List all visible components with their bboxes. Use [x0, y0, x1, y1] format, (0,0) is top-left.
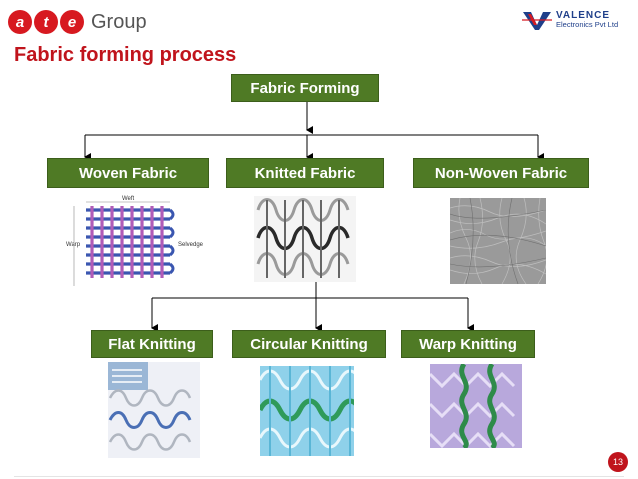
page-title: Fabric forming process	[14, 44, 237, 66]
valence-logo: VALENCE Electronics Pvt Ltd	[522, 6, 634, 34]
ate-group-logo: a t e Group	[8, 8, 147, 36]
box-flat-knitting: Flat Knitting	[91, 330, 213, 358]
non-woven-fabric-image	[450, 198, 546, 284]
box-knitted-fabric: Knitted Fabric	[226, 158, 384, 188]
box-non-woven-fabric: Non-Woven Fabric	[413, 158, 589, 188]
valence-emblem-icon	[522, 12, 552, 30]
box-fabric-forming: Fabric Forming	[231, 74, 379, 102]
logo-letter-e: e	[60, 10, 84, 34]
logo-letter-t: t	[34, 10, 58, 34]
label-warp: Warp	[66, 242, 81, 248]
label-weft: Weft	[122, 196, 135, 202]
label-selvedge: Selvedge	[178, 242, 204, 248]
valence-subtitle: Electronics Pvt Ltd	[556, 20, 619, 30]
woven-fabric-image: Weft Warp Selvedge	[62, 192, 212, 288]
page-number-badge: 13	[608, 452, 628, 472]
flat-knitting-image	[108, 362, 200, 458]
box-circular-knitting: Circular Knitting	[232, 330, 386, 358]
logo-group-text: Group	[91, 10, 147, 33]
warp-knitting-image	[430, 364, 522, 448]
circular-knitting-image	[260, 366, 354, 456]
valence-name: VALENCE	[556, 10, 611, 22]
knitted-fabric-image	[254, 196, 356, 282]
logo-letter-a: a	[8, 10, 32, 34]
box-woven-fabric: Woven Fabric	[47, 158, 209, 188]
box-warp-knitting: Warp Knitting	[401, 330, 535, 358]
footer-rule	[14, 476, 624, 477]
